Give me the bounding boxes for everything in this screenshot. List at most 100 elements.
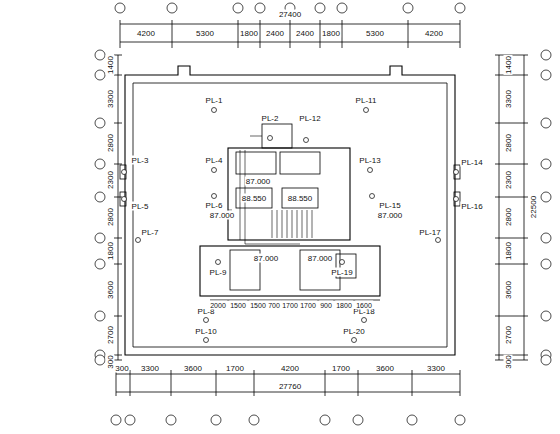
dimension-text: 1800	[239, 29, 259, 38]
dimension-text: 1700	[225, 364, 245, 373]
pipe-riser	[122, 170, 127, 175]
dimension-text: 1400	[106, 55, 115, 75]
dimension-text: 3300	[106, 89, 115, 109]
axis-bubble	[95, 118, 105, 128]
pipe-tag: PL-19	[330, 268, 353, 277]
pipe-riser	[364, 108, 369, 113]
dimension-tick	[408, 20, 409, 48]
dimension-text: 4200	[280, 364, 300, 373]
axis-bubble	[249, 415, 259, 425]
pipe-tag: PL-7	[141, 228, 160, 237]
dimension-text: 1700	[331, 364, 351, 373]
axis-bubble	[337, 3, 347, 13]
axis-bubble	[315, 3, 325, 13]
dimension-text: 1600	[355, 301, 373, 310]
dimension-text: 2000	[209, 301, 227, 310]
stair-tread	[297, 210, 298, 238]
dimension-text: 2300	[504, 170, 513, 190]
dimension-text: 4200	[136, 29, 156, 38]
stair-tread	[312, 210, 313, 238]
pipe-riser	[436, 238, 441, 243]
dimension-text: 1700	[281, 301, 299, 310]
pipe-riser	[362, 318, 367, 323]
dimension-text: 1700	[299, 301, 317, 310]
pipe-tag: PL-12	[298, 114, 321, 123]
stair-tread	[277, 210, 278, 238]
axis-bubble	[541, 50, 551, 60]
axis-bubble	[95, 311, 105, 321]
dimension-tick	[260, 20, 261, 48]
dimension-tick	[495, 197, 528, 198]
dimension-text: 1800	[321, 29, 341, 38]
dimension-tick	[495, 316, 528, 317]
elevation-mark: 87.000	[245, 177, 271, 186]
dimension-text: 5300	[365, 29, 385, 38]
dimension-text: 2400	[295, 29, 315, 38]
dimension-text: 1800	[504, 241, 513, 261]
dimension-text: 27400	[278, 10, 302, 19]
axis-bubble	[95, 259, 105, 269]
pipe-tag: PL-20	[342, 327, 365, 336]
pipe-tag: PL-4	[205, 156, 224, 165]
dimension-tick	[495, 164, 528, 165]
dimension-text: 300	[106, 354, 115, 369]
dimension-tick	[120, 20, 121, 48]
dimension-text: 2700	[106, 325, 115, 345]
pipe-tag: PL-9	[209, 268, 228, 277]
dimension-tick	[460, 20, 461, 48]
dimension-text: 22500	[529, 195, 538, 219]
pipe-riser	[368, 168, 373, 173]
pipe-tag: PL-17	[418, 228, 441, 237]
dimension-text: 27760	[278, 382, 302, 391]
dimension-text: 700	[267, 301, 281, 310]
pipe-riser	[268, 136, 273, 141]
dimension-tick	[495, 123, 528, 124]
axis-bubble	[320, 415, 330, 425]
axis-bubble	[95, 233, 105, 243]
pipe-tag: PL-13	[358, 156, 381, 165]
dimension-tick	[342, 20, 343, 48]
pipe-tag: PL-6	[205, 201, 224, 210]
pipe-riser	[304, 138, 309, 143]
axis-bubble	[541, 70, 551, 80]
dimension-text: 1400	[504, 55, 513, 75]
dimension-text: 2800	[106, 207, 115, 227]
dimension-text: 2300	[106, 170, 115, 190]
pipe-riser	[204, 318, 209, 323]
stair-tread	[272, 210, 273, 238]
dimension-text: 2800	[504, 207, 513, 227]
elevation-mark: 87.000	[307, 254, 333, 263]
pipe-riser	[370, 194, 375, 199]
dimension-text: 2800	[504, 133, 513, 153]
axis-bubble	[541, 233, 551, 243]
axis-bubble	[455, 415, 465, 425]
pipe-riser	[122, 197, 127, 202]
dimension-text: 3600	[106, 280, 115, 300]
axis-bubble	[541, 259, 551, 269]
dimension-tick	[495, 238, 528, 239]
axis-bubble	[111, 415, 121, 425]
pipe-tag: PL-3	[131, 156, 150, 165]
axis-bubble	[233, 3, 243, 13]
axis-bubble	[455, 3, 465, 13]
dimension-tick	[172, 20, 173, 48]
pipe-tag: PL-16	[460, 202, 483, 211]
dimension-text: 300	[114, 364, 129, 373]
pipe-riser	[212, 194, 217, 199]
axis-bubble	[353, 415, 363, 425]
axis-bubble	[541, 355, 551, 365]
dimension-text: 1500	[229, 301, 247, 310]
axis-bubble	[167, 3, 177, 13]
dimension-tick	[290, 20, 291, 48]
pipe-tag: PL-2	[261, 114, 280, 123]
elevation-mark: 87.000	[253, 254, 279, 263]
dimension-text: 3600	[183, 364, 203, 373]
pipe-riser	[212, 168, 217, 173]
axis-bubble	[407, 415, 417, 425]
dimension-text: 2400	[265, 29, 285, 38]
axis-bubble	[255, 3, 265, 13]
axis-bubble	[95, 50, 105, 60]
elevation-mark: 88.550	[241, 194, 267, 203]
dimension-text: 3300	[426, 364, 446, 373]
